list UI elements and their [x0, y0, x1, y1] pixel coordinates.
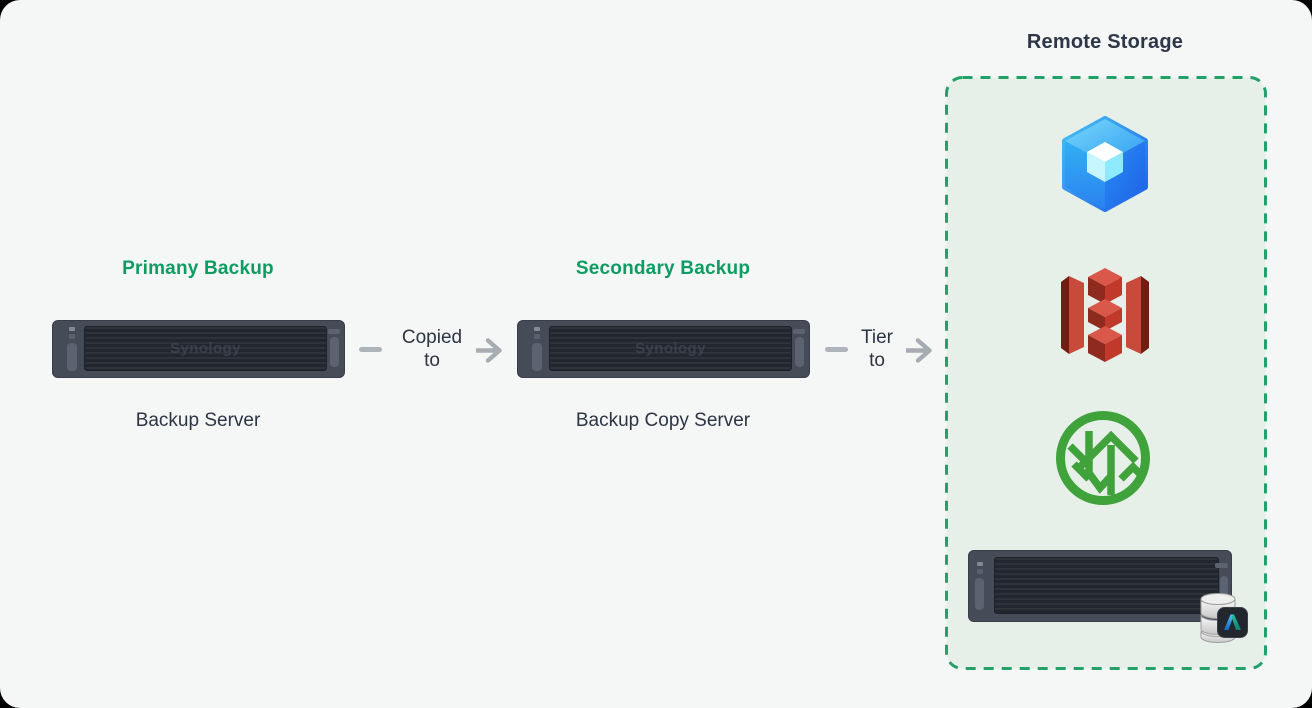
server-brand-label: Synology	[170, 340, 241, 357]
server-led-icon	[69, 334, 75, 339]
remote-storage-dashed-box	[945, 76, 1267, 670]
remote-storage-title: Remote Storage	[1026, 31, 1184, 53]
connector-label-tier-to: Tier to	[860, 327, 894, 371]
arrow-right-icon	[906, 338, 932, 363]
primary-backup-server: Synology	[52, 320, 345, 378]
server-led-icon	[534, 327, 540, 331]
connector-dash	[359, 347, 382, 352]
server-notch	[1215, 563, 1228, 568]
server-handle-left	[67, 343, 77, 371]
server-handle-right	[330, 337, 339, 367]
server-brand-label: Synology	[635, 340, 706, 357]
server-led-icon	[977, 562, 983, 566]
server-notch	[328, 329, 340, 334]
server-handle-left	[975, 578, 984, 610]
connector-dash	[825, 347, 848, 352]
amazon-s3-icon	[1061, 268, 1149, 362]
server-handle-right	[795, 337, 804, 367]
server-led-icon	[977, 569, 983, 574]
primary-backup-title: Primany Backup	[122, 258, 274, 279]
secondary-backup-title: Secondary Backup	[575, 258, 751, 279]
arrow-right-icon	[476, 338, 502, 363]
server-led-icon	[69, 327, 75, 331]
server-drive-panel: Synology	[549, 326, 792, 371]
server-handle-right	[1220, 576, 1228, 608]
remote-rack-server	[968, 550, 1232, 622]
server-drive-panel	[994, 557, 1219, 614]
server-notch	[793, 329, 805, 334]
server-led-icon	[534, 334, 540, 339]
connector-label-copied-to: Copied to	[401, 327, 463, 371]
database-app-badge-icon	[1217, 607, 1248, 638]
server-handle-left	[532, 343, 542, 371]
server-drive-panel: Synology	[84, 326, 327, 371]
primary-backup-caption: Backup Server	[135, 410, 261, 431]
secondary-backup-caption: Backup Copy Server	[575, 410, 751, 431]
green-cloud-provider-icon	[1056, 411, 1150, 505]
secondary-backup-server: Synology	[517, 320, 810, 378]
synology-c2-cube-icon	[1062, 116, 1148, 212]
